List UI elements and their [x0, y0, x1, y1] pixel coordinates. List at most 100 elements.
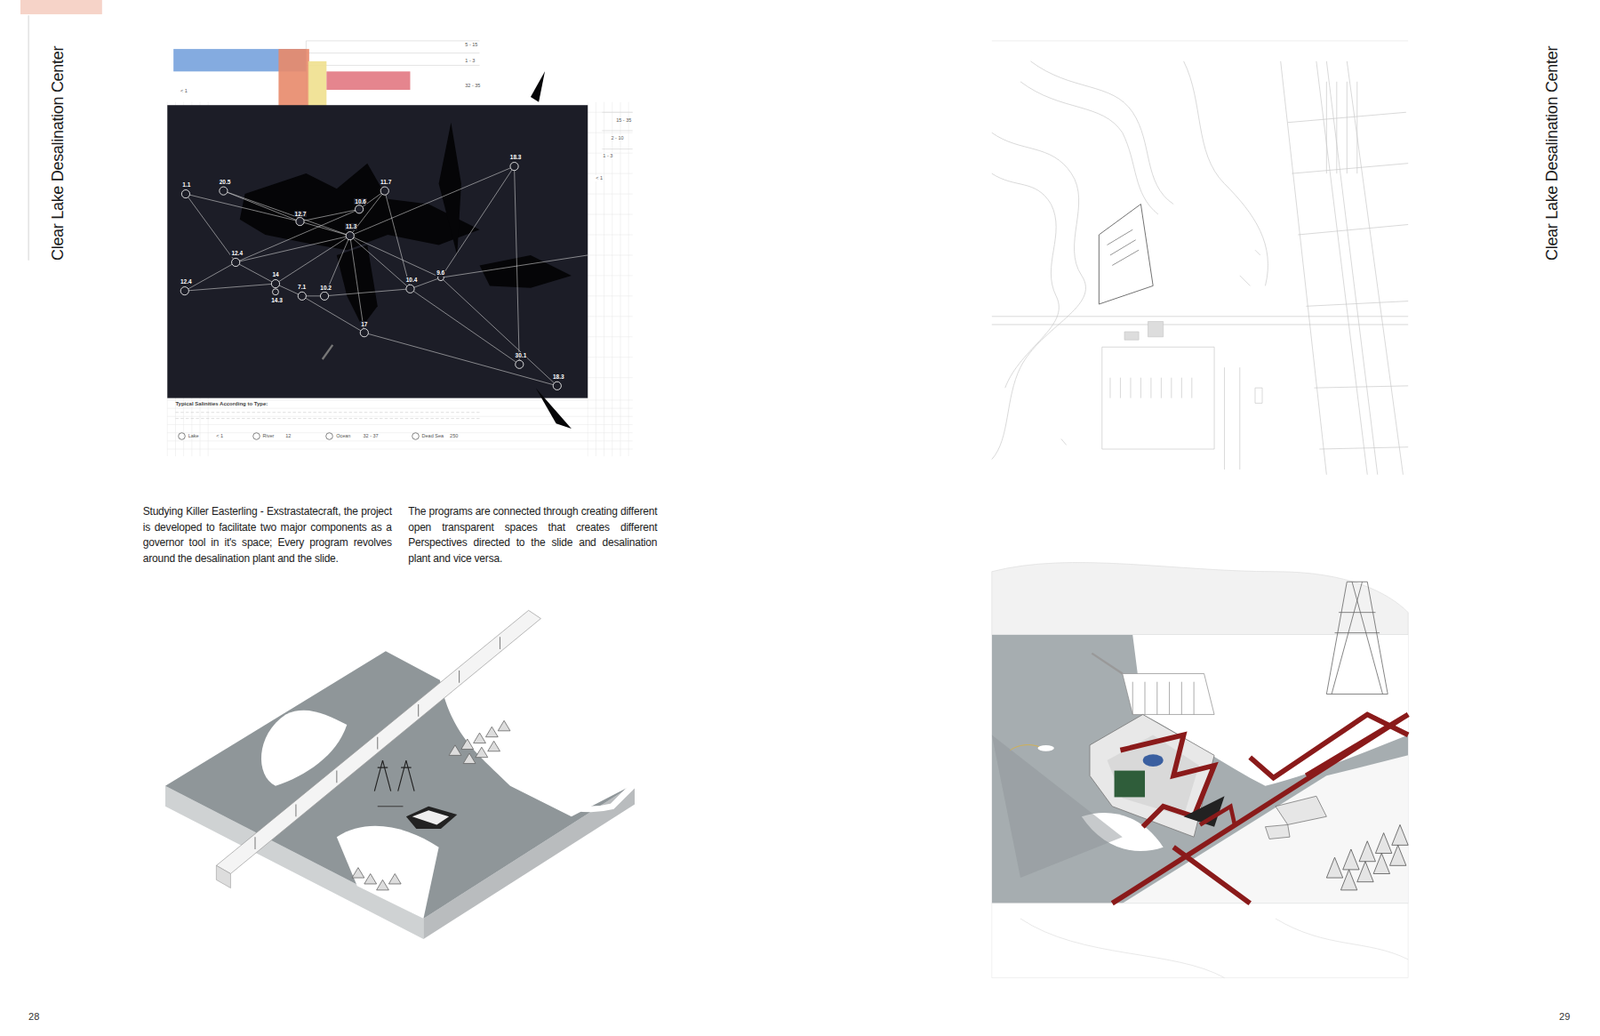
- salinity-value: 11.3: [344, 223, 358, 230]
- scale-value: 32 - 35: [464, 82, 481, 88]
- salinity-chart-part: [167, 102, 632, 456]
- salinity-chart-part-part: [272, 288, 280, 296]
- legend-value: < 1: [215, 432, 224, 439]
- site-axonometric-part: [406, 806, 457, 829]
- salinity-chart-part: [167, 104, 588, 398]
- body-text: Studying Killer Easterling - Exstrastate…: [143, 504, 392, 567]
- detail-axonometric-part: [1020, 918, 1408, 978]
- salinity-chart-part-part: [406, 284, 415, 293]
- site-plan-part: [992, 132, 1087, 459]
- legend-sample: [411, 432, 420, 440]
- detail-axonometric-part: [1114, 770, 1145, 798]
- site-plan-part: [1280, 61, 1404, 475]
- page-number: 28: [28, 1010, 40, 1023]
- salinity-chart: [167, 40, 632, 456]
- salinity-value: 10.4: [405, 276, 419, 283]
- salinity-chart-part: [175, 412, 480, 419]
- detail-axonometric: [992, 562, 1408, 978]
- site-axonometric-part-part: [448, 720, 511, 763]
- salinity-chart-part: [322, 344, 333, 360]
- salinity-value: 20.5: [218, 178, 232, 185]
- detail-axonometric-part: [992, 562, 1408, 635]
- salinity-chart-part-part: [439, 122, 462, 256]
- legend-circle: [177, 432, 185, 440]
- salinity-chart-part-part: [354, 205, 363, 214]
- scale-value: 1 - 3: [601, 152, 614, 159]
- scale-value: 15 - 35: [615, 117, 632, 123]
- site-axonometric-part: [352, 720, 511, 890]
- site-plan: [992, 40, 1408, 475]
- scale-value: < 1: [594, 175, 604, 181]
- salinity-value: 12.4: [230, 249, 244, 256]
- scale-value: 1 - 3: [464, 57, 476, 64]
- salinity-chart-part-part: [515, 360, 524, 368]
- section-title: Clear Lake Desalination Center: [48, 46, 68, 261]
- detail-axonometric-part: [1091, 653, 1122, 674]
- salinity-chart-part-part: [297, 291, 306, 300]
- site-plan-part: [992, 173, 1060, 388]
- salinity-value: 12.4: [179, 278, 193, 285]
- page-number: 29: [1559, 1010, 1570, 1023]
- salinity-chart-part-part: [320, 291, 328, 300]
- legend-value: 12: [284, 432, 292, 439]
- salinity-chart-part: [180, 161, 561, 390]
- site-axonometric-part: [165, 650, 635, 919]
- legend-circle: [411, 432, 419, 440]
- salinity-chart-part-part: [510, 161, 519, 170]
- salinity-value: 18.3: [552, 373, 566, 380]
- detail-axonometric-part: [992, 634, 1408, 904]
- detail-axonometric-part: [1107, 734, 1200, 816]
- salinity-chart-part-part: [360, 328, 368, 337]
- detail-axonometric-part: [1122, 673, 1215, 715]
- page-furniture: [20, 0, 103, 261]
- site-plan-part: [1098, 204, 1153, 304]
- legend-text: Dead Sea: [422, 432, 444, 439]
- site-plan-part: [1326, 81, 1357, 174]
- site-plan-part: [1107, 229, 1140, 265]
- site-plan-part: [992, 316, 1408, 325]
- site-axonometric-part: [336, 825, 440, 919]
- scale-value: < 1: [179, 88, 189, 94]
- salinity-value: 9.6: [435, 269, 446, 276]
- salinity-value: 10.2: [319, 284, 333, 291]
- site-axonometric-part: [255, 636, 501, 849]
- salinity-value: 30.1: [514, 352, 528, 359]
- legend-item: River: [252, 432, 275, 440]
- site-plan-part: [1288, 112, 1408, 449]
- salinity-chart-part-part: [345, 232, 354, 240]
- salinity-value: 18.3: [509, 153, 523, 160]
- detail-axonometric-part: [1326, 581, 1388, 694]
- site-plan-part: [1102, 346, 1215, 449]
- salinity-chart-part-part: [180, 287, 189, 296]
- salinity-value: 14.3: [270, 296, 284, 304]
- legend-sample: [325, 432, 334, 440]
- page-furniture-part: [28, 15, 30, 260]
- legend-item: Lake: [177, 432, 200, 440]
- salinity-value: 14: [271, 271, 280, 278]
- salinity-chart-part-part: [232, 257, 240, 266]
- section-title: Clear Lake Desalination Center: [1543, 46, 1562, 261]
- salinity-value: 1.1: [181, 181, 192, 188]
- salinity-value: 17: [360, 320, 368, 328]
- detail-axonometric-part: [1143, 753, 1164, 767]
- body-text: The programs are connected through creat…: [408, 504, 657, 567]
- salinity-chart-part-part: [184, 166, 588, 386]
- legend-item: Dead Sea: [411, 432, 444, 440]
- detail-axonometric-part: [1326, 824, 1408, 889]
- salinity-value: 11.7: [379, 178, 392, 185]
- scale-value: 2 - 10: [610, 135, 625, 141]
- salinity-chart-part-part: [181, 189, 190, 198]
- salinity-chart-part-part: [552, 381, 561, 390]
- legend-sample: [252, 432, 261, 440]
- site-axonometric-part: [412, 809, 449, 824]
- site-plan-part: [1184, 61, 1269, 287]
- page-furniture-part: [20, 0, 103, 15]
- detail-axonometric-part: [1264, 795, 1327, 839]
- scale-value: 5 - 15: [464, 41, 479, 48]
- site-plan-part: [1124, 321, 1164, 341]
- chart-legend-title: Typical Salinities According to Type:: [175, 400, 268, 408]
- site-plan-part: [1020, 61, 1174, 215]
- legend-item: Ocean: [325, 432, 351, 440]
- legend-value: 250: [448, 432, 459, 439]
